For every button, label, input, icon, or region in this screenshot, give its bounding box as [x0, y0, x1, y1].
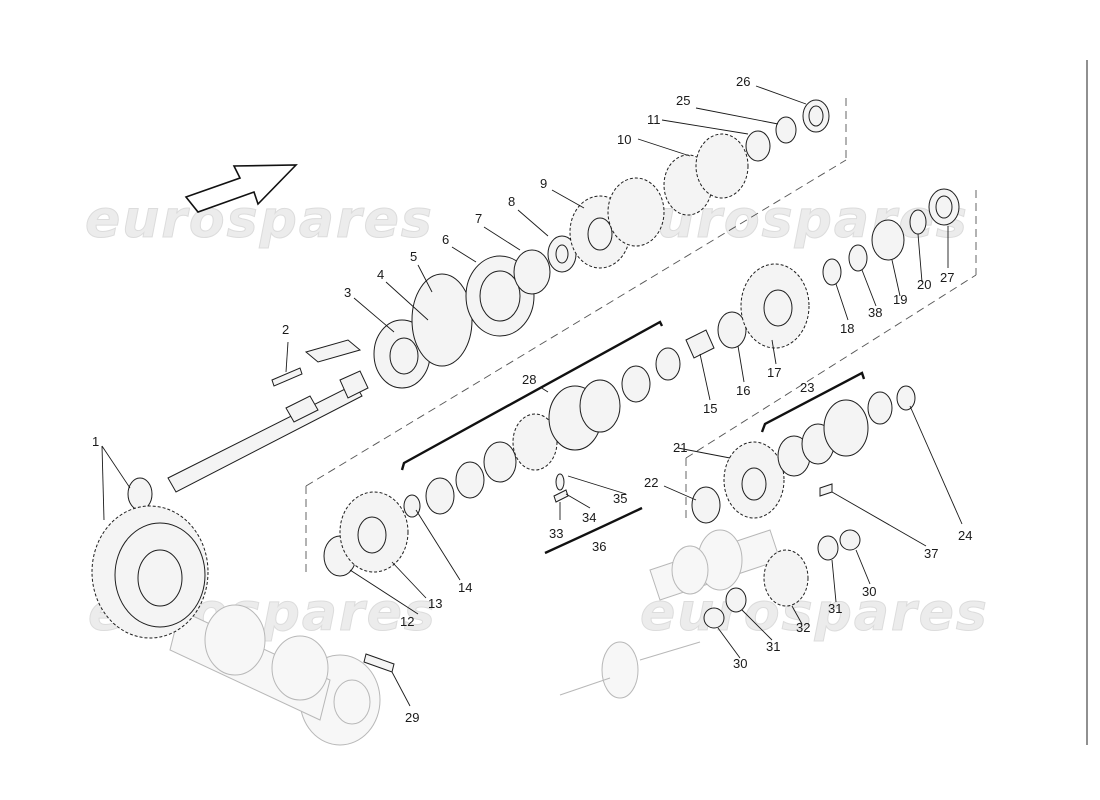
callout-27: 27: [940, 270, 954, 285]
bracket-36: [544, 506, 643, 555]
callout-34: 34: [582, 510, 596, 525]
shim-5: [411, 273, 473, 367]
plate-31-right: [817, 535, 839, 561]
callout-17: 17: [767, 365, 781, 380]
callout-38: 38: [868, 305, 882, 320]
bush-30-right: [839, 529, 861, 551]
callout-1: 1: [92, 434, 99, 449]
callout-25: 25: [676, 93, 690, 108]
callout-8: 8: [508, 194, 515, 209]
callout-11: 11: [647, 112, 661, 127]
parts: [91, 99, 960, 673]
callout-21: 21: [673, 440, 687, 455]
circlip-14: [403, 494, 421, 518]
faded-background-parts: [169, 529, 781, 746]
direction-arrow-icon: [184, 164, 298, 213]
leader-lines: [101, 85, 963, 707]
callout-19: 19: [893, 292, 907, 307]
detent-spring-35: [555, 473, 565, 491]
group-outlines: [305, 98, 977, 572]
callout-22: 22: [644, 475, 658, 490]
callout-33: 33: [549, 526, 563, 541]
bracket-23: [760, 371, 866, 433]
callout-15: 15: [703, 401, 717, 416]
plate-31-left: [725, 587, 747, 613]
callout-32: 32: [796, 620, 810, 635]
bush-30-left: [703, 607, 725, 629]
callout-7: 7: [475, 211, 482, 226]
needle-bearing-16: [717, 311, 747, 349]
detent-33: [553, 489, 569, 503]
callout-30-right: 30: [862, 584, 876, 599]
ring-11: [745, 130, 771, 162]
callout-23: 23: [800, 380, 814, 395]
callout-31-left: 31: [766, 639, 780, 654]
callout-36: 36: [592, 539, 606, 554]
callout-35: 35: [613, 491, 627, 506]
bearing-19: [871, 219, 905, 261]
watermark-bottom-right: eurospares: [640, 583, 989, 643]
gear-32: [763, 549, 809, 607]
group-brackets: [400, 320, 866, 555]
callout-3: 3: [344, 285, 351, 300]
callout-4: 4: [377, 267, 384, 282]
callout-9: 9: [540, 176, 547, 191]
washer-18: [822, 258, 842, 286]
callout-labels: 1 2 3 4 5 6 7 8 9 10 11 12 13 14 15 16 1…: [92, 74, 972, 725]
key-37: [819, 483, 833, 497]
bolt-2: [271, 367, 303, 387]
callout-13: 13: [428, 596, 442, 611]
circlip-25: [775, 116, 797, 144]
callout-20: 20: [917, 277, 931, 292]
main-shaft: [167, 383, 363, 493]
sleeve-15: [685, 329, 715, 359]
bracket-28: [400, 320, 664, 471]
callout-12: 12: [400, 614, 414, 629]
washer-38: [848, 244, 868, 272]
callout-6: 6: [442, 232, 449, 247]
circlip-20: [909, 209, 927, 235]
callout-26: 26: [736, 74, 750, 89]
callout-37: 37: [924, 546, 938, 561]
callout-30-left: 30: [733, 656, 747, 671]
callout-31-right: 31: [828, 601, 842, 616]
callout-10: 10: [617, 132, 631, 147]
callout-16: 16: [736, 383, 750, 398]
callout-29: 29: [405, 710, 419, 725]
callout-28: 28: [522, 372, 536, 387]
callout-2: 2: [282, 322, 289, 337]
callout-24: 24: [958, 528, 972, 543]
circlip-24: [896, 385, 916, 411]
callout-5: 5: [410, 249, 417, 264]
bearing-7: [513, 249, 551, 295]
callout-14: 14: [458, 580, 472, 595]
needle-bearing-22: [691, 486, 721, 524]
callout-18: 18: [840, 321, 854, 336]
